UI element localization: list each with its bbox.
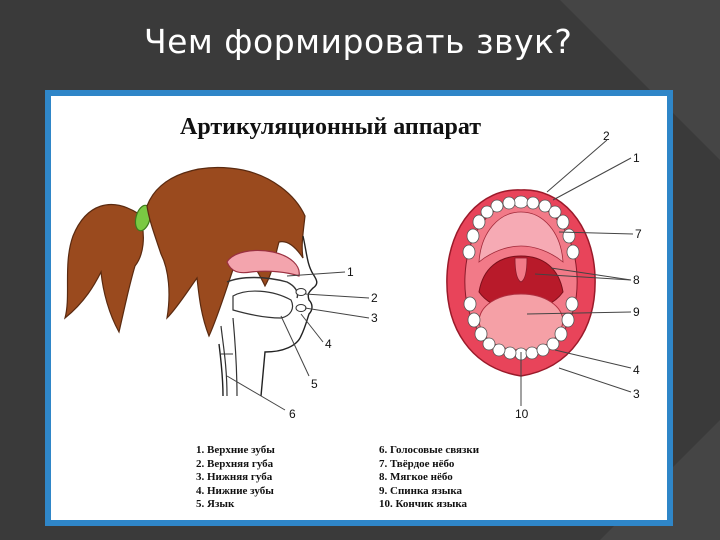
mouth-callout-7: 7: [635, 227, 642, 241]
profile-callout-2: 2: [371, 291, 378, 305]
legend-item: 3. Нижняя губа: [196, 471, 273, 483]
hard-palate: [478, 211, 564, 263]
lower-teeth: [463, 296, 579, 361]
legend-item: 8. Мягкое нёбо: [379, 471, 453, 483]
legend-right: 6. Голосовые связки 7. Твёрдое нёбо 8. М…: [379, 444, 479, 512]
uvula: [514, 257, 528, 283]
mouth-callout-4: 4: [633, 363, 640, 377]
head-profile: 1 2 3 4 5 6: [63, 167, 378, 421]
legend-left: 1. Верхние зубы 2. Верхняя губа 3. Нижня…: [196, 444, 275, 512]
mouth-callout-3: 3: [633, 387, 640, 401]
mouth-callout-10: 10: [515, 407, 529, 421]
mouth-front-view: 2 1 7 8 9 4 3 10: [446, 129, 642, 421]
tongue-profile: [232, 290, 294, 319]
upper-teeth: [462, 195, 580, 260]
ponytail: [63, 204, 144, 334]
throat: [220, 325, 228, 397]
mouth-callout-9: 9: [633, 305, 640, 319]
legend-item: 1. Верхние зубы: [196, 444, 275, 456]
profile-callout-4: 4: [325, 337, 332, 351]
diagram-title: Артикуляционный аппарат: [180, 114, 482, 140]
mouth-callout-2: 2: [603, 129, 610, 143]
profile-callout-6: 6: [289, 407, 296, 421]
legend-item: 5. Язык: [196, 498, 235, 510]
legend-item: 10. Кончик языка: [379, 498, 468, 510]
legend-item: 2. Верхняя губа: [196, 457, 274, 470]
mouth-callout-1: 1: [633, 151, 640, 165]
profile-callout-1: 1: [347, 265, 354, 279]
diagram-panel: Артикуляционный аппарат: [45, 90, 673, 526]
profile-callout-3: 3: [371, 311, 378, 325]
legend-item: 7. Твёрдое нёбо: [379, 457, 455, 470]
legend-item: 9. Спинка языка: [379, 484, 463, 497]
legend-item: 6. Голосовые связки: [379, 444, 480, 456]
slide-title: Чем формировать звук?: [144, 22, 573, 61]
articulation-figure: 1 2 3 4 5 6: [63, 129, 642, 421]
diagram-canvas: Артикуляционный аппарат: [51, 96, 667, 520]
nasal-cavity: [226, 249, 300, 277]
legend-item: 4. Нижние зубы: [196, 484, 274, 497]
mouth-callout-8: 8: [633, 273, 640, 287]
profile-callout-5: 5: [311, 377, 318, 391]
